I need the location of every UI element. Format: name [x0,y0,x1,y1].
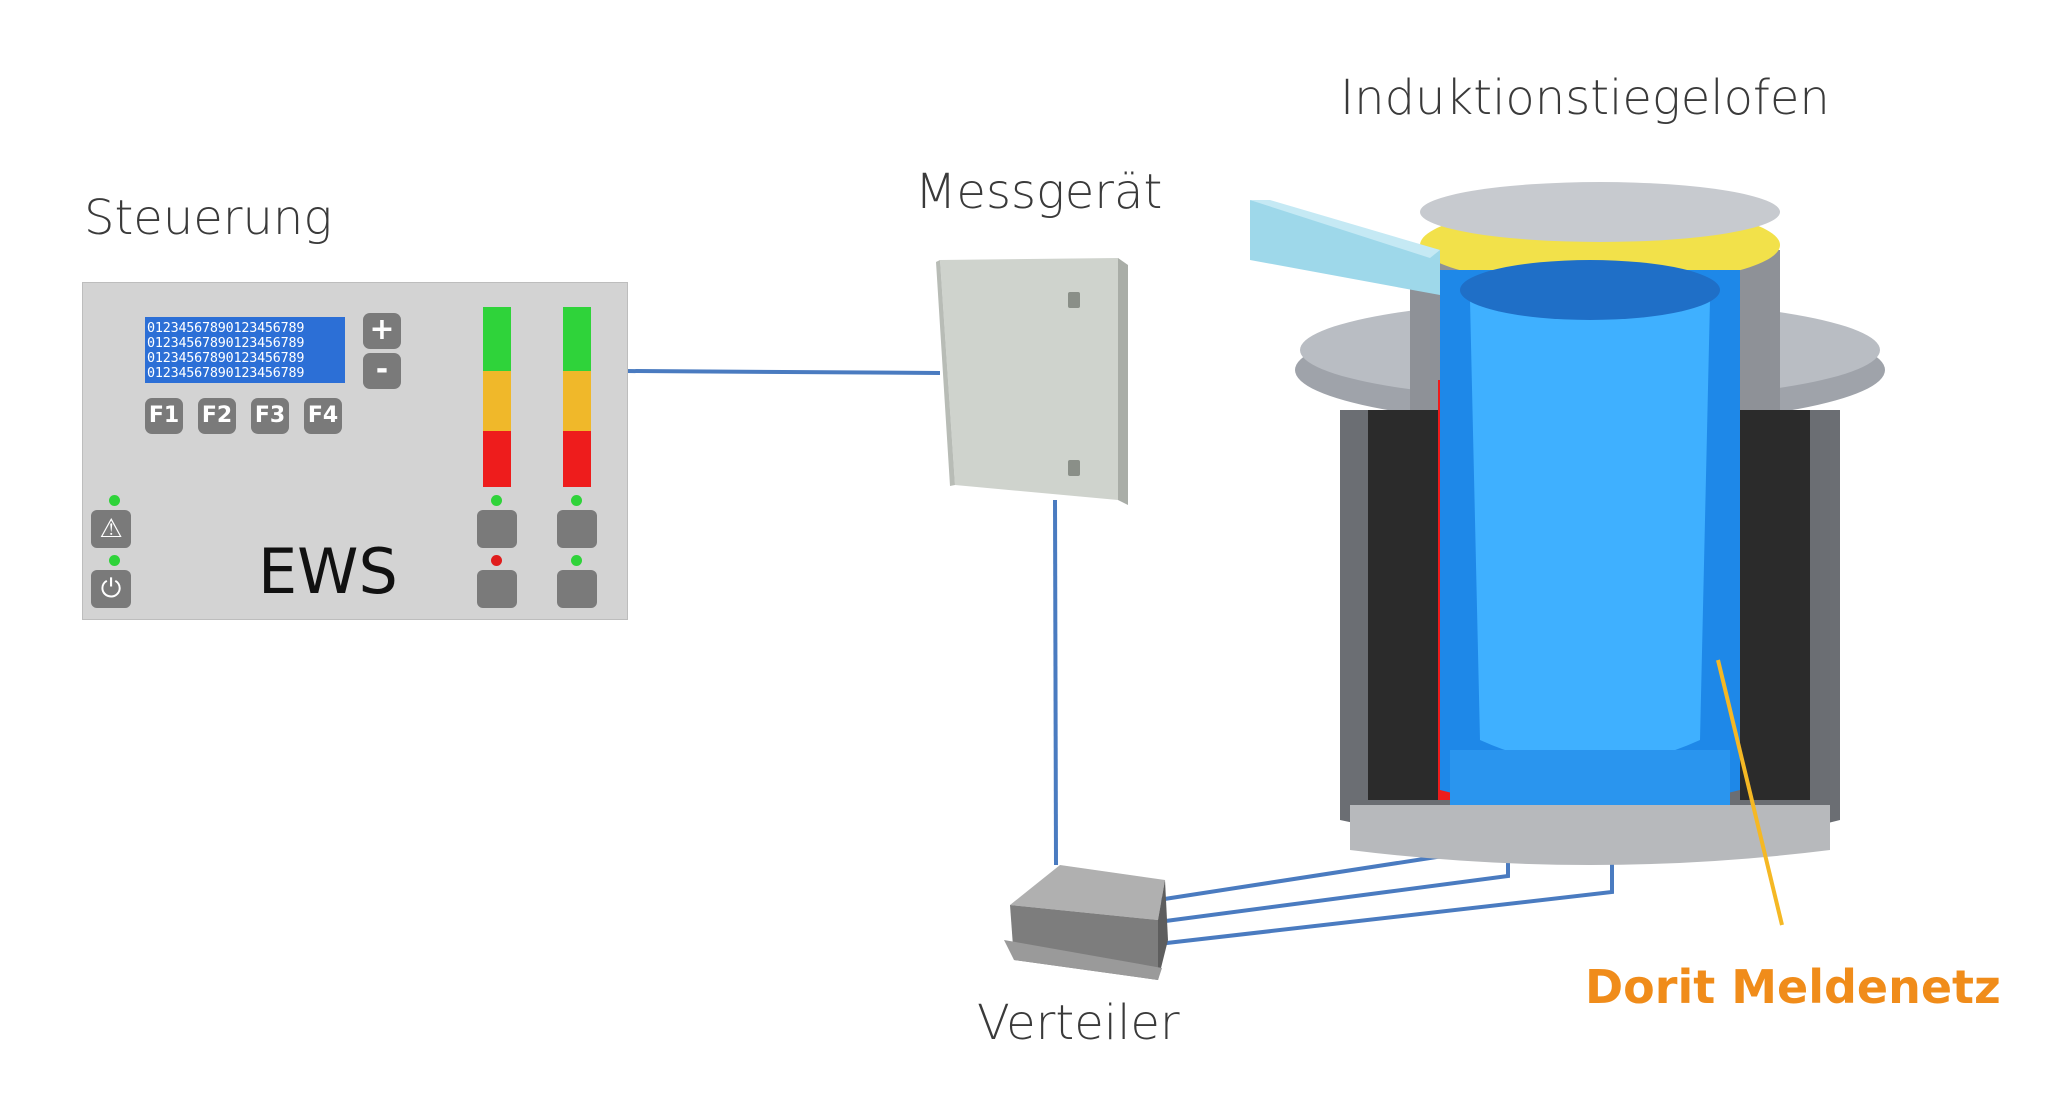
dorit-meldenetz-label: Dorit Meldenetz [1585,960,2001,1014]
power-icon[interactable]: ⏻ [91,570,131,608]
led-green [571,495,582,506]
led-green [109,495,120,506]
ews-brand-text: EWS [258,535,398,608]
plus-button[interactable]: + [363,313,401,349]
warning-icon[interactable]: ⚠ [91,510,131,548]
lcd-display: 01234567890123456789 0123456789012345678… [145,317,345,383]
led-red [491,555,502,566]
lcd-line: 01234567890123456789 [147,321,305,336]
channel-1-alarm-button[interactable] [477,570,517,608]
verteiler-box [1004,865,1168,980]
f1-button[interactable]: F1 [145,398,183,434]
level-meter-1 [483,307,511,487]
dorit-pointer-line [1716,659,1784,926]
ews-control-panel: 01234567890123456789 0123456789012345678… [82,282,628,620]
f2-button[interactable]: F2 [198,398,236,434]
verteiler-label: Verteiler [977,995,1180,1051]
f3-button[interactable]: F3 [251,398,289,434]
ofen-label: Induktionstiegelofen [1340,70,1830,126]
led-green [571,555,582,566]
led-green [491,495,502,506]
messgeraet-label: Messgerät [915,164,1163,220]
lcd-line: 01234567890123456789 [147,351,305,366]
induktionstiegelofen [1250,182,1885,865]
lcd-line: 01234567890123456789 [147,336,305,351]
lcd-line: 01234567890123456789 [147,366,305,381]
channel-1-button[interactable] [477,510,517,548]
level-meter-2 [563,307,591,487]
led-green [109,555,120,566]
channel-2-button[interactable] [557,510,597,548]
minus-button[interactable]: - [363,353,401,389]
channel-2-alarm-button[interactable] [557,570,597,608]
cable-messgeraet-verteiler [1053,499,1058,866]
steuerung-label: Steuerung [84,190,333,246]
cable-steuerung-messgeraet [625,369,941,375]
f4-button[interactable]: F4 [304,398,342,434]
messgeraet-cabinet [936,258,1128,505]
